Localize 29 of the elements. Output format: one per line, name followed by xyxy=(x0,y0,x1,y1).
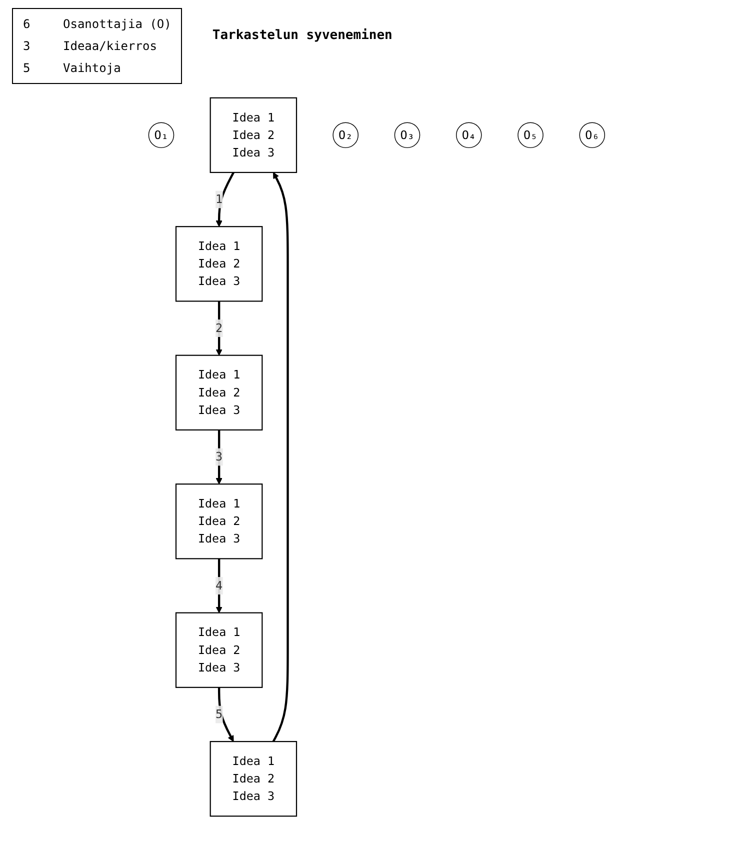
edge-label: 3 xyxy=(216,450,223,464)
edge-label: 2 xyxy=(216,320,223,335)
node-box: Idea 1 Idea 2 Idea 3 xyxy=(210,741,298,817)
legend-text: Ideaa/kierros xyxy=(63,39,158,53)
legend-text: Osanottajia (O) xyxy=(63,17,172,31)
arrow xyxy=(216,558,223,614)
node-circle: O₅ xyxy=(518,122,544,148)
node-box: Idea 1 Idea 2 Idea 3 xyxy=(210,97,298,173)
legend-number: 6 xyxy=(23,17,32,31)
arrow xyxy=(216,430,223,484)
arrow xyxy=(216,172,235,227)
center-caption: Tarkastelun syveneminen xyxy=(212,28,392,43)
edge-label: 5 xyxy=(216,707,223,722)
node-box: Idea 1 Idea 2 Idea 3 xyxy=(176,354,263,430)
node-circle: O₆ xyxy=(580,122,606,148)
node-circle: O₁ xyxy=(148,122,174,148)
legend-number: 3 xyxy=(23,39,32,53)
node-box: Idea 1 Idea 2 Idea 3 xyxy=(176,484,263,560)
legend-text: Vaihtoja xyxy=(63,61,122,75)
arrow xyxy=(218,687,234,742)
node-circle: O₄ xyxy=(456,122,482,148)
node-circle: O₃ xyxy=(394,122,420,148)
edge-label: 1 xyxy=(216,192,223,206)
arrow xyxy=(272,172,290,742)
node-circle: O₂ xyxy=(333,122,359,148)
edge-label: 4 xyxy=(216,578,223,592)
node-box: Idea 1 Idea 2 Idea 3 xyxy=(176,612,263,688)
node-box: Idea 1 Idea 2 Idea 3 xyxy=(176,226,263,302)
legend-number: 5 xyxy=(23,61,32,75)
